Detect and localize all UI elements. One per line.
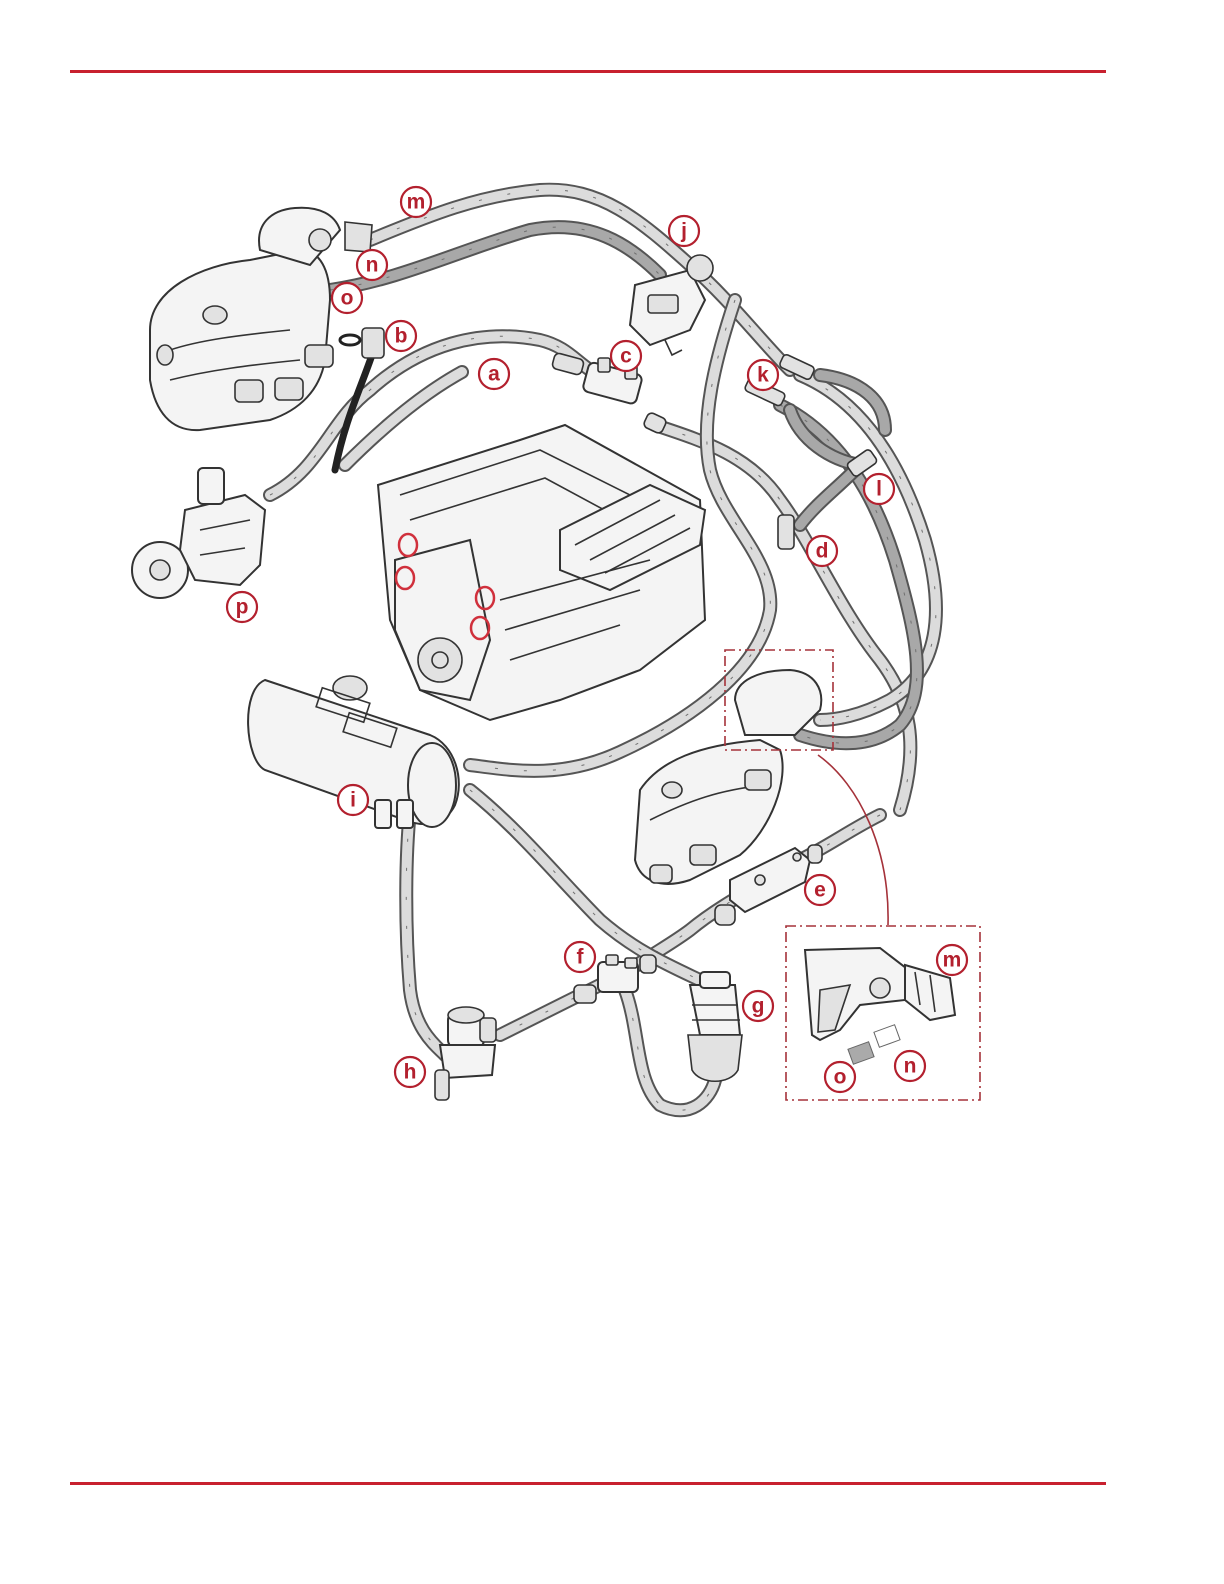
svg-text:p: p: [236, 596, 249, 619]
svg-text:o: o: [341, 287, 354, 310]
callout-a: a: [479, 359, 509, 389]
callout-o-detail: o: [825, 1062, 855, 1092]
callout-n: n: [357, 250, 387, 280]
svg-text:i: i: [350, 789, 356, 812]
detail-elbow: [805, 948, 955, 1064]
svg-text:a: a: [488, 363, 500, 386]
callout-o: o: [332, 283, 362, 313]
callout-b: b: [386, 321, 416, 351]
callout-k: k: [748, 360, 778, 390]
svg-text:n: n: [904, 1055, 917, 1078]
seal-o: [848, 1042, 874, 1065]
exhaust-manifold-starboard: [150, 208, 372, 430]
fitting-c: [551, 352, 667, 434]
callout-e: e: [805, 875, 835, 905]
callout-c: c: [611, 341, 641, 371]
fitting-b: [340, 328, 384, 358]
engine-block: [378, 425, 705, 720]
svg-text:m: m: [943, 949, 962, 972]
svg-text:o: o: [834, 1066, 847, 1089]
seal-n: [874, 1025, 900, 1048]
svg-text:e: e: [814, 879, 826, 902]
svg-text:b: b: [395, 325, 408, 348]
svg-text:d: d: [816, 540, 829, 563]
callout-d: d: [807, 536, 837, 566]
callout-m-detail: m: [937, 945, 967, 975]
callout-g: g: [743, 991, 773, 1021]
callout-j: j: [669, 216, 699, 246]
svg-text:k: k: [757, 364, 769, 387]
svg-text:l: l: [876, 478, 882, 501]
callout-n-detail: n: [895, 1051, 925, 1081]
svg-text:f: f: [577, 946, 585, 969]
callout-p: p: [227, 592, 257, 622]
hose-l-d: [800, 470, 855, 525]
seawater-pump: [132, 468, 265, 598]
callout-f: f: [565, 942, 595, 972]
svg-text:n: n: [366, 254, 379, 277]
svg-text:c: c: [620, 345, 632, 368]
hose-i-h: [406, 810, 445, 1055]
svg-text:g: g: [752, 995, 765, 1018]
svg-text:h: h: [404, 1061, 417, 1084]
callout-i: i: [338, 785, 368, 815]
callout-l: l: [864, 474, 894, 504]
fitting-d: [778, 515, 794, 549]
svg-text:m: m: [407, 191, 426, 214]
svg-text:j: j: [680, 220, 687, 243]
callout-h: h: [395, 1057, 425, 1087]
filter-g: [688, 972, 742, 1081]
callout-m: m: [401, 187, 431, 217]
thermostat-housing: [630, 255, 713, 355]
pump-h: [435, 1007, 496, 1100]
